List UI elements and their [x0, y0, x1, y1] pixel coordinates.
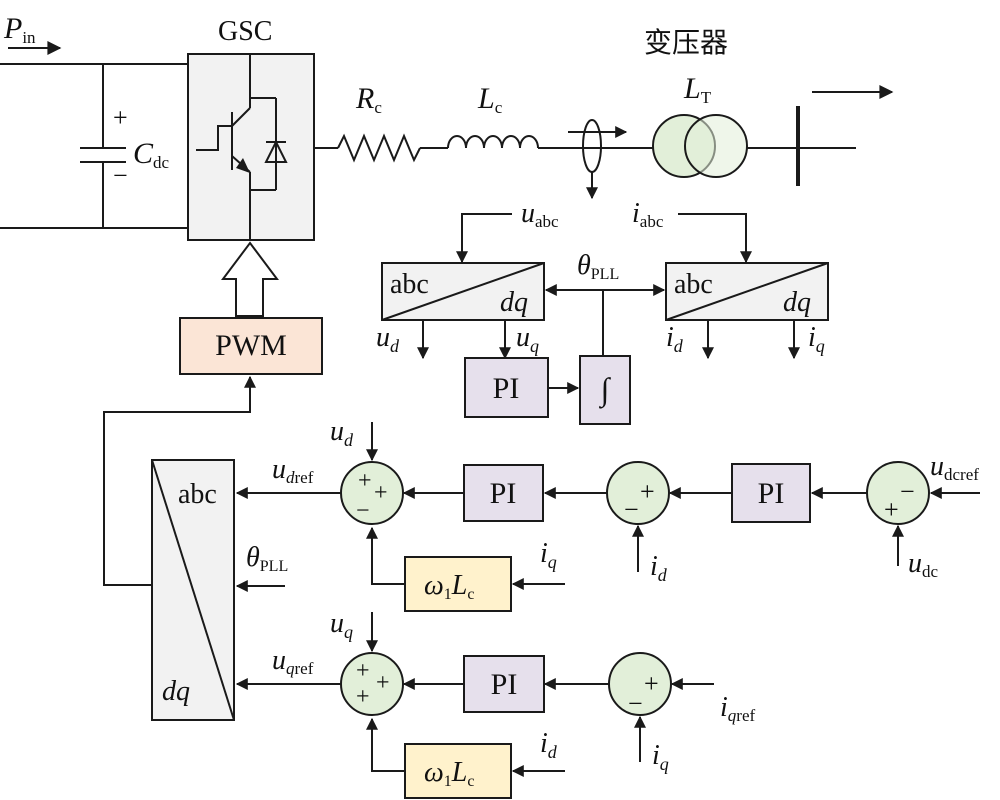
udref-label: udref: [272, 454, 314, 487]
svg-text:dq: dq: [500, 287, 528, 318]
transformer-symbol: [652, 114, 748, 178]
pi-id-block: PI: [463, 464, 544, 522]
dq-abc-block: abc dq: [151, 459, 235, 721]
pll-section: uabc iabc abc dq abc dq θPLL ud uq id: [376, 198, 829, 425]
lc-label: Lc: [477, 82, 503, 117]
modulation-section: PWM abc dq θPLL: [103, 317, 323, 721]
svg-text:−: −: [628, 689, 643, 718]
svg-text:ω1Lc: ω1Lc: [424, 757, 474, 790]
voltage-abc-dq-block: abc dq: [381, 262, 545, 321]
inductor-lc: [447, 135, 539, 149]
svg-text:−: −: [356, 498, 370, 524]
svg-text:+: +: [644, 669, 659, 698]
pi-voltage-block: PI: [731, 463, 811, 523]
sum-ud: [340, 461, 404, 525]
power-circuit: Pin + − Cdc GSC: [0, 12, 894, 317]
svg-text:−: −: [900, 477, 915, 506]
svg-text:+: +: [640, 477, 655, 506]
lt-label: LT: [683, 72, 712, 107]
svg-text:+: +: [884, 495, 899, 524]
transformer-label: 变压器: [644, 27, 728, 59]
iq-out-label: iq: [808, 322, 825, 356]
cap-minus: −: [113, 161, 128, 190]
theta-pll-label: θPLL: [577, 250, 619, 283]
svg-text:+: +: [356, 684, 370, 710]
cap-plus: +: [113, 103, 128, 132]
omega-lc-block-q: ω1Lc: [404, 743, 512, 799]
svg-text:dq: dq: [162, 676, 190, 707]
id-coupling-label: id: [540, 728, 558, 762]
id-feedback-label: id: [650, 551, 668, 585]
svg-text:dq: dq: [783, 287, 811, 318]
svg-text:+: +: [356, 658, 370, 684]
gsc-label: GSC: [218, 16, 272, 47]
svg-text:PI: PI: [758, 477, 785, 510]
d-axis-loop: udcref − + udc PI + − id PI + + − ud: [235, 416, 980, 612]
svg-text:PI: PI: [491, 668, 518, 701]
svg-text:PI: PI: [490, 477, 517, 510]
pwm-block: PWM: [179, 317, 323, 375]
udc-label: udc: [908, 548, 939, 581]
theta-pll-input-label: θPLL: [246, 542, 288, 575]
iq-feedback-label: iq: [652, 740, 669, 774]
dc-capacitor: [80, 64, 126, 228]
gating-arrow: [221, 241, 279, 317]
ud-out-label: ud: [376, 322, 400, 356]
i-abc-label: iabc: [632, 198, 664, 231]
svg-text:abc: abc: [178, 479, 217, 510]
rc-label: Rc: [355, 82, 382, 117]
svg-text:ω1Lc: ω1Lc: [424, 570, 474, 603]
q-axis-loop: iqref + − iq PI + + + uq uqref ω1Lc id: [235, 608, 755, 799]
pi-iq-block: PI: [463, 655, 545, 713]
svg-text:+: +: [358, 468, 372, 494]
ud-feedforward-label: ud: [330, 416, 354, 450]
cap-label: Cdc: [133, 137, 170, 172]
id-out-label: id: [666, 322, 684, 356]
current-abc-dq-block: abc dq: [665, 262, 829, 321]
svg-text:abc: abc: [390, 269, 429, 300]
igbt-symbol: [196, 54, 288, 240]
svg-text:PI: PI: [493, 372, 520, 405]
iq-coupling-label: iq: [540, 538, 557, 572]
sensor-ellipse: [582, 119, 602, 173]
iqref-label: iqref: [720, 692, 755, 725]
uq-out-label: uq: [516, 322, 539, 356]
resistor-rc: [337, 133, 421, 163]
omega-lc-block-d: ω1Lc: [404, 556, 512, 612]
svg-text:−: −: [624, 495, 639, 524]
svg-text:abc: abc: [674, 269, 713, 300]
integrator-block: ∫: [579, 355, 631, 425]
svg-text:+: +: [376, 670, 390, 696]
svg-text:+: +: [374, 480, 388, 506]
svg-text:∫: ∫: [599, 371, 612, 409]
uq-feedforward-label: uq: [330, 608, 353, 642]
svg-text:PWM: PWM: [215, 329, 287, 362]
udcref-label: udcref: [930, 451, 979, 484]
uqref-label: uqref: [272, 645, 314, 678]
p-in-label: Pin: [3, 12, 36, 47]
pll-pi-block: PI: [464, 357, 549, 418]
sum-uq: [340, 652, 404, 716]
u-abc-label: uabc: [521, 198, 559, 231]
